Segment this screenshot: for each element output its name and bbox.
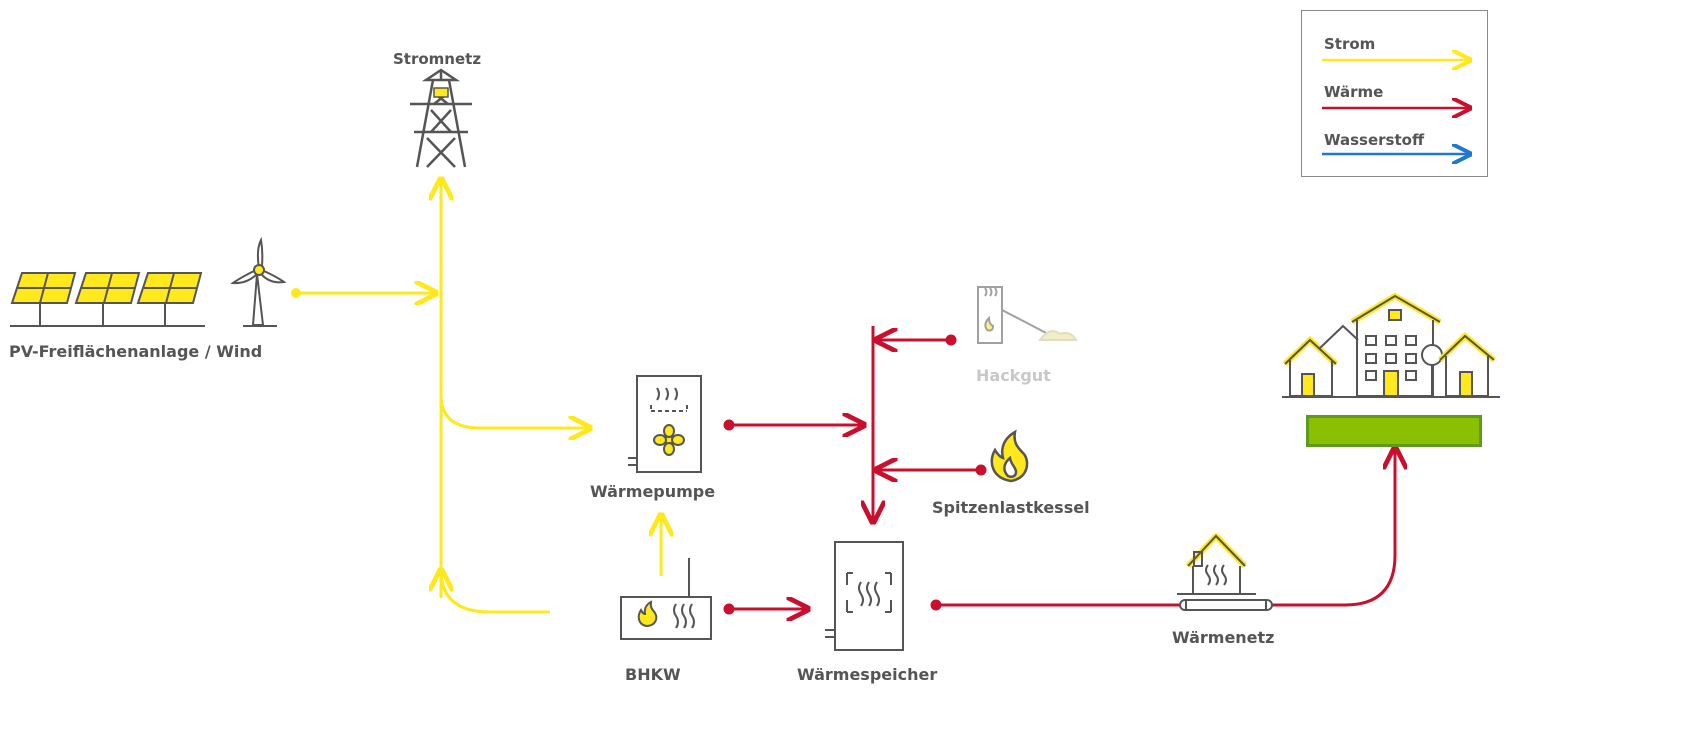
waermespeicher-label: Wärmespeicher bbox=[797, 665, 938, 684]
settlement-icon bbox=[1282, 292, 1500, 398]
power-pylon-icon bbox=[410, 68, 472, 168]
heat-pump-icon bbox=[628, 375, 702, 473]
legend-item-wasserstoff: Wasserstoff bbox=[1324, 131, 1425, 149]
hackgut-label: Hackgut bbox=[976, 366, 1051, 385]
heat-storage-icon bbox=[825, 541, 904, 651]
house-icon bbox=[1177, 533, 1256, 595]
legend-item-strom: Strom bbox=[1324, 35, 1376, 53]
solar-panel-icon bbox=[10, 272, 205, 327]
settlement-bar bbox=[1306, 415, 1482, 447]
waermenetz-label: Wärmenetz bbox=[1172, 628, 1275, 647]
spitzenlastkessel-label: Spitzenlastkessel bbox=[932, 498, 1090, 517]
heat-network-pipe bbox=[1179, 599, 1273, 611]
waerme-flows bbox=[723, 326, 1395, 613]
legend: Strom Wärme Wasserstoff bbox=[1301, 10, 1488, 177]
legend-arrows bbox=[1322, 11, 1489, 178]
stromnetz-label: Stromnetz bbox=[393, 50, 482, 68]
pv-wind-label: PV-Freiflächenanlage / Wind bbox=[9, 342, 263, 361]
chp-unit-icon bbox=[620, 558, 712, 640]
strom-flows bbox=[291, 179, 662, 614]
woodchip-boiler-icon bbox=[977, 286, 1078, 344]
flame-icon bbox=[990, 429, 1029, 483]
waermepumpe-label: Wärmepumpe bbox=[590, 482, 716, 501]
legend-item-waerme: Wärme bbox=[1324, 83, 1384, 101]
wind-turbine-icon bbox=[230, 236, 287, 327]
bhkw-label: BHKW bbox=[625, 665, 681, 684]
